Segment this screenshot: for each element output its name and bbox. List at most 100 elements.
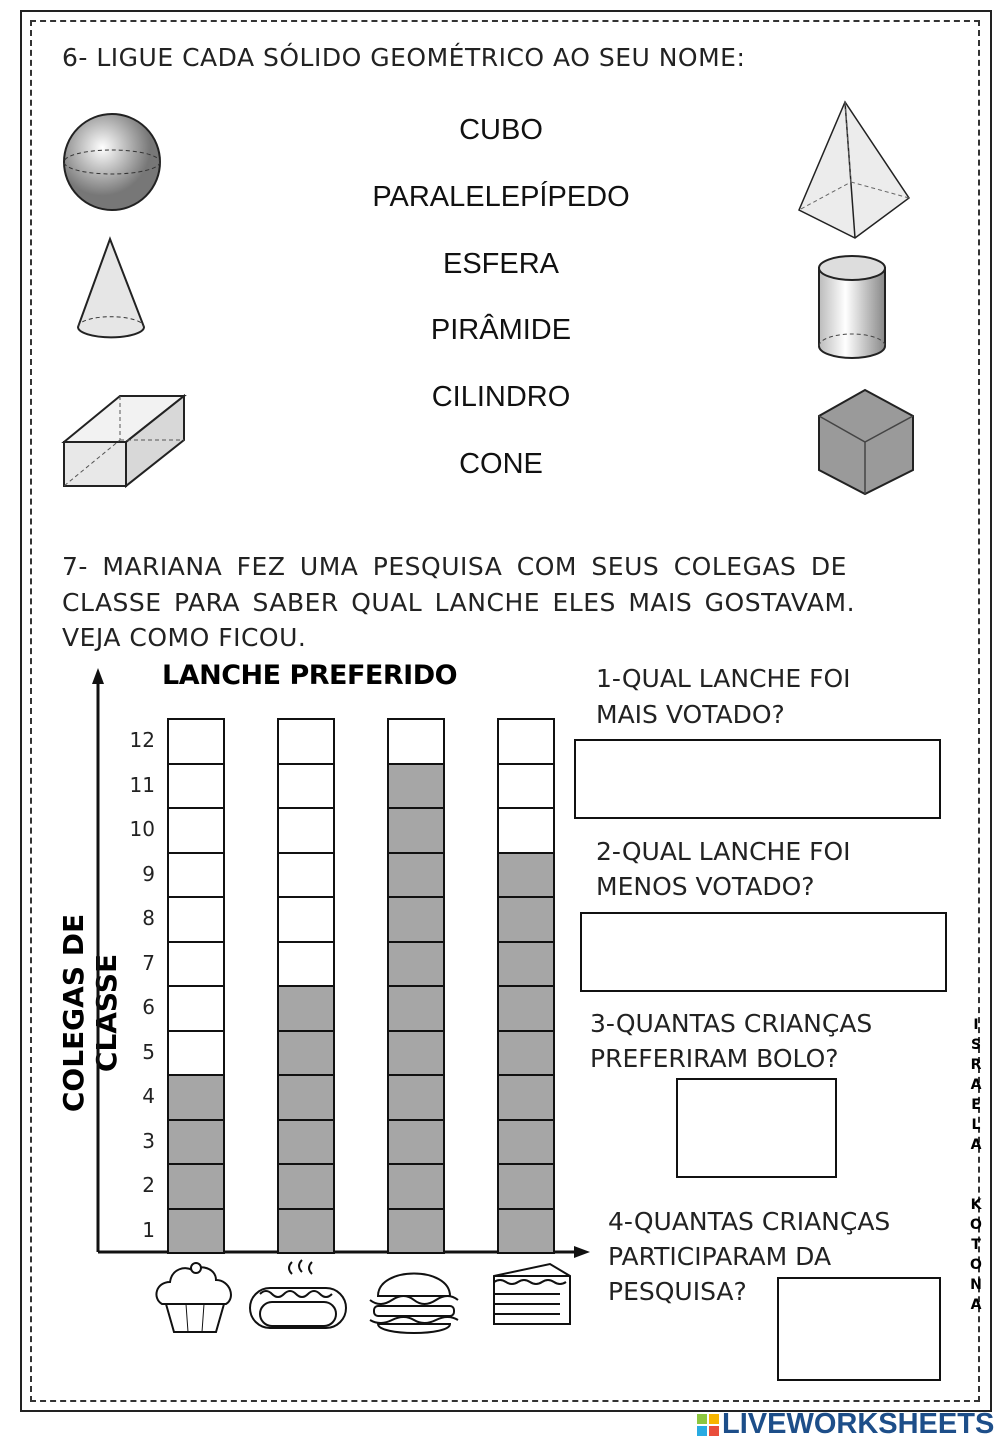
- bar-cell-empty: [167, 1029, 225, 1076]
- bar-cell-filled: [277, 1118, 335, 1165]
- bar-cell-filled: [167, 1163, 225, 1210]
- bar-cell-empty: [167, 896, 225, 943]
- q1-answer-input[interactable]: [574, 739, 941, 819]
- bar-cell-empty: [497, 718, 555, 765]
- live-logo-icon: [696, 1413, 722, 1437]
- bar-cell-filled: [387, 1163, 445, 1210]
- bar-cell-empty: [497, 762, 555, 809]
- y-tick-label: 10: [129, 817, 155, 841]
- parallelepiped-icon[interactable]: [60, 392, 188, 492]
- y-tick-label: 1: [142, 1217, 155, 1242]
- sphere-icon[interactable]: [60, 110, 164, 214]
- hotdog-icon: [249, 1259, 347, 1329]
- bar-cell-empty: [167, 807, 225, 854]
- q4-answer-input[interactable]: [777, 1277, 941, 1381]
- bar-cell-empty: [277, 718, 335, 765]
- bar-cell-filled: [387, 896, 445, 943]
- bar-cell-filled: [387, 985, 445, 1032]
- page-border: [20, 10, 992, 1412]
- hamburger-icon: [369, 1272, 459, 1334]
- bar-cell-empty: [387, 718, 445, 765]
- q3-line-2: PREFERIRAM BOLO?: [590, 1044, 839, 1073]
- bar-cell-empty: [167, 940, 225, 987]
- bar-cell-empty: [277, 807, 335, 854]
- q1-line-2: MAIS VOTADO?: [596, 700, 785, 729]
- bar-cell-filled: [497, 940, 555, 987]
- bar-cell-filled: [277, 985, 335, 1032]
- solid-name-cone[interactable]: CONE: [459, 448, 543, 480]
- solid-name-cubo[interactable]: CUBO: [459, 114, 543, 146]
- bar-cell-filled: [497, 896, 555, 943]
- bar-cell-filled: [167, 1074, 225, 1121]
- cake-icon: [493, 1262, 571, 1325]
- bar-cell-filled: [497, 1029, 555, 1076]
- question-7-line-1: 7- MARIANA FEZ UMA PESQUISA COM SEUS COL…: [62, 552, 847, 581]
- bar-cell-empty: [277, 851, 335, 898]
- bar-cell-empty: [167, 718, 225, 765]
- bar-cell-filled: [277, 1029, 335, 1076]
- q3-line-1: 3-QUANTAS CRIANÇAS: [590, 1009, 873, 1038]
- chart-title: LANCHE PREFERIDO: [162, 660, 458, 691]
- solid-name-paralelepipedo[interactable]: PARALELEPÍPEDO: [372, 181, 630, 213]
- q3-answer-input[interactable]: [676, 1078, 837, 1178]
- cylinder-icon[interactable]: [815, 252, 889, 364]
- bar-cell-empty: [167, 851, 225, 898]
- bar-cell-empty: [277, 940, 335, 987]
- bar-cell-filled: [497, 1118, 555, 1165]
- y-tick-label: 3: [142, 1128, 155, 1153]
- bar-cell-empty: [167, 762, 225, 809]
- bar-cell-empty: [277, 762, 335, 809]
- y-tick-label: 5: [142, 1039, 155, 1064]
- solid-name-piramide[interactable]: PIRÂMIDE: [430, 314, 572, 346]
- bar-cell-filled: [167, 1207, 225, 1254]
- bar-cell-filled: [387, 940, 445, 987]
- y-tick-label: 4: [142, 1084, 155, 1108]
- y-tick-label: 2: [142, 1173, 155, 1197]
- bar-cell-filled: [277, 1163, 335, 1210]
- bar-cell-empty: [167, 985, 225, 1032]
- q2-line-2: MENOS VOTADO?: [596, 872, 815, 901]
- bar-cell-filled: [387, 1029, 445, 1076]
- liveworksheets-logo: LIVEWORKSHEETS: [696, 1408, 994, 1441]
- bar-cell-empty: [497, 807, 555, 854]
- cube-icon[interactable]: [815, 386, 919, 498]
- q2-answer-input[interactable]: [580, 912, 947, 992]
- bar-cell-filled: [497, 985, 555, 1032]
- question-6-title: 6- LIGUE CADA SÓLIDO GEOMÉTRICO AO SEU N…: [62, 43, 746, 72]
- y-tick-label: 7: [142, 950, 155, 975]
- solid-name-cilindro[interactable]: CILINDRO: [431, 381, 571, 413]
- bar-cell-filled: [387, 762, 445, 809]
- bar-cell-filled: [387, 1118, 445, 1165]
- bar-cell-filled: [387, 1207, 445, 1254]
- bar-cell-filled: [277, 1207, 335, 1254]
- pyramid-icon[interactable]: [795, 98, 913, 244]
- y-tick-label: 11: [129, 772, 155, 797]
- bar-cell-empty: [277, 896, 335, 943]
- bar-cell-filled: [277, 1074, 335, 1121]
- y-tick-label: 12: [129, 728, 155, 752]
- dashed-border: [30, 20, 980, 1402]
- bar-cell-filled: [497, 1207, 555, 1254]
- bar-cell-filled: [387, 1074, 445, 1121]
- bar-cell-filled: [167, 1118, 225, 1165]
- bar-cell-filled: [497, 1163, 555, 1210]
- cone-icon[interactable]: [72, 235, 152, 345]
- q4-line-1: 4-QUANTAS CRIANÇAS: [608, 1207, 891, 1236]
- solid-name-esfera[interactable]: ESFERA: [442, 248, 560, 280]
- question-7-line-3: VEJA COMO FICOU.: [62, 623, 307, 652]
- cupcake-icon: [155, 1262, 232, 1333]
- q4-line-3: PESQUISA?: [608, 1277, 747, 1306]
- q2-line-1: 2-QUAL LANCHE FOI: [596, 837, 851, 866]
- q1-line-1: 1-QUAL LANCHE FOI: [596, 664, 851, 693]
- y-tick-label: 9: [142, 861, 155, 886]
- bar-cell-filled: [387, 851, 445, 898]
- y-tick-label: 8: [142, 906, 155, 930]
- bar-cell-filled: [497, 851, 555, 898]
- q4-line-2: PARTICIPARAM DA: [608, 1242, 832, 1271]
- y-tick-label: 6: [142, 995, 155, 1019]
- bar-cell-filled: [497, 1074, 555, 1121]
- bar-cell-filled: [387, 807, 445, 854]
- question-7-line-2: CLASSE PARA SABER QUAL LANCHE ELES MAIS …: [62, 588, 856, 617]
